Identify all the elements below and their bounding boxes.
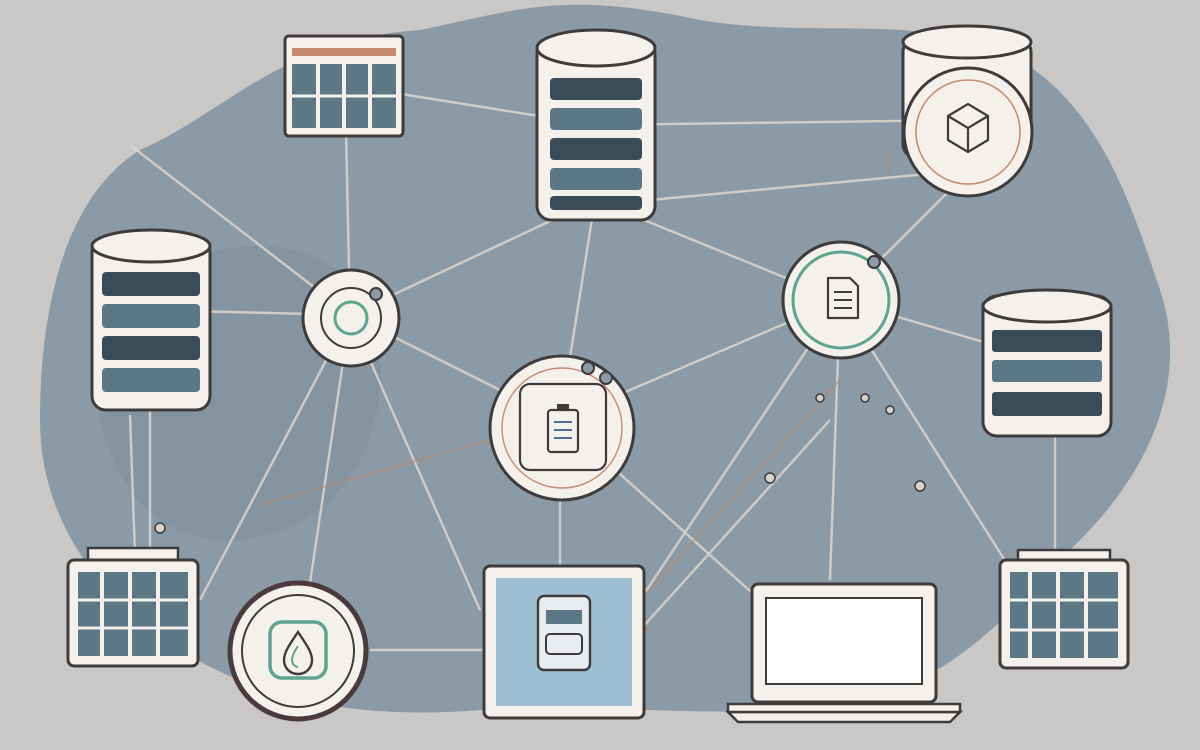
laptop <box>724 582 964 724</box>
database-left <box>90 228 212 412</box>
hub-right <box>781 240 901 360</box>
hub-left <box>301 268 401 368</box>
server-rack-bottom-left <box>66 546 200 668</box>
security-hub <box>227 580 369 722</box>
database-right <box>981 288 1113 438</box>
connector-dots <box>154 393 926 534</box>
hub-center <box>488 354 636 502</box>
server-rack-top <box>283 34 405 138</box>
droplet-icon <box>282 629 314 676</box>
server-rack-bottom-right <box>998 548 1130 670</box>
document-icon <box>546 404 580 454</box>
storage-device <box>482 564 646 720</box>
background-blob <box>40 4 1171 713</box>
file-icon <box>826 276 860 320</box>
cube-icon <box>946 102 990 154</box>
database-top-right <box>901 24 1034 198</box>
database-top-center <box>535 28 657 222</box>
